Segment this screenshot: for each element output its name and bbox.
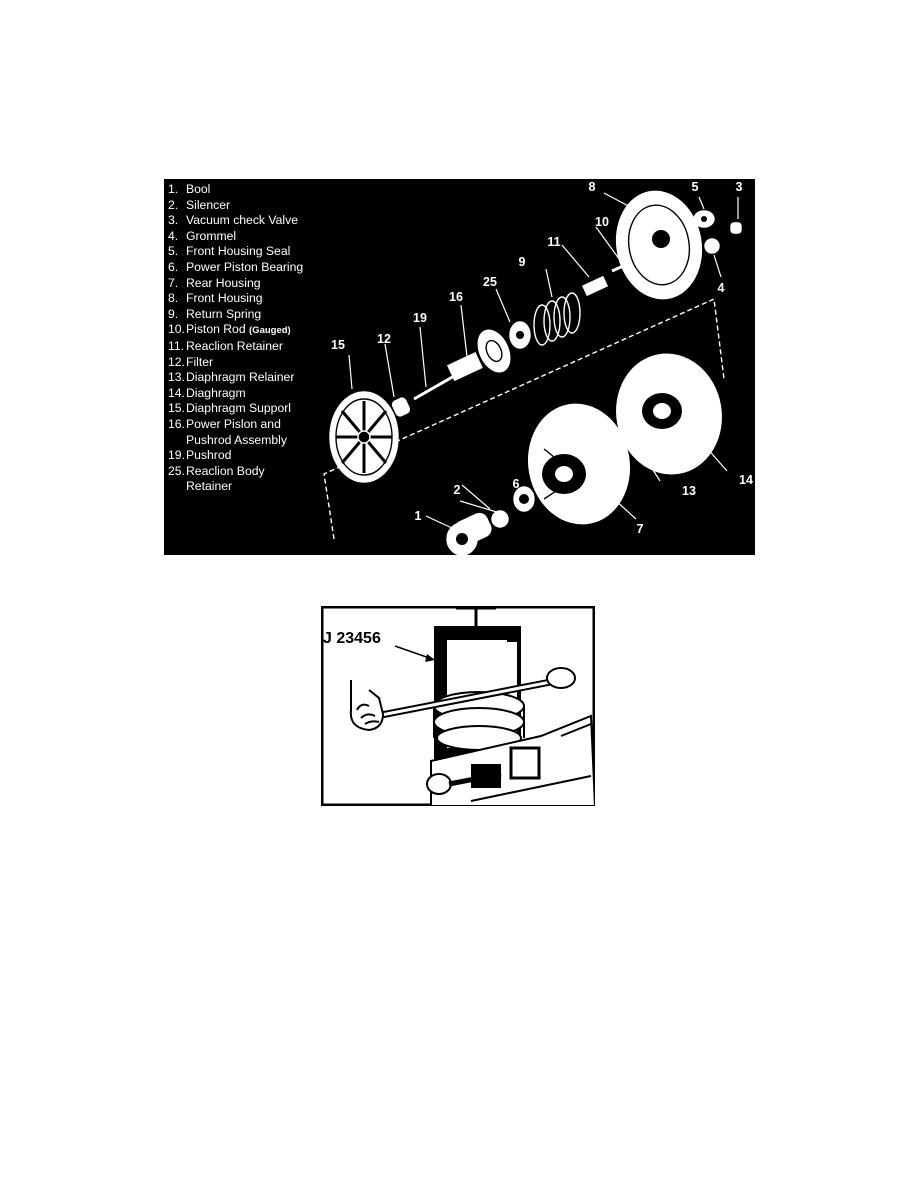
callout-1: 1	[414, 509, 422, 523]
legend-item: 25.Reaclion Body	[168, 463, 265, 478]
callout-16: 16	[449, 290, 463, 304]
callout-15: 15	[331, 338, 345, 352]
filter-part	[391, 397, 411, 417]
grommet-part	[704, 238, 720, 254]
legend-item-continued: Retainer	[186, 479, 233, 494]
callout-3: 3	[735, 180, 743, 194]
hand	[349, 680, 385, 732]
legend-item-continued: Pushrod Assembly	[186, 432, 287, 447]
legend-item: 5.Front Housing Seal	[168, 244, 291, 259]
callout-11: 11	[547, 235, 561, 249]
front-housing-part	[615, 190, 703, 300]
legend-item: 16.Power Pislon and	[168, 416, 281, 431]
legend-item: 2.Silencer	[168, 197, 231, 212]
legend-item: 8.Front Housing	[168, 291, 263, 306]
pushrod-part	[413, 373, 457, 401]
tool-press-drawing	[321, 606, 595, 806]
legend-item: 10.Piston Rod (Gauged)	[168, 322, 291, 337]
callout-9: 9	[518, 255, 526, 269]
callout-10: 10	[595, 215, 609, 229]
exploded-parts-drawing	[323, 190, 742, 555]
callout-leaders	[348, 192, 739, 530]
legend-item: 15.Diaphragm Supporl	[168, 401, 292, 416]
callout-5: 5	[691, 180, 699, 194]
return-spring-part	[533, 292, 581, 346]
callout-4: 4	[717, 281, 725, 295]
vacuum-check-valve-part	[730, 222, 742, 234]
exploded-view-diagram: 1.Bool 2.Silencer 3.Vacuum check Valve 4…	[164, 179, 755, 555]
power-piston-part	[447, 329, 511, 382]
callout-19: 19	[413, 311, 427, 325]
legend-item: 3.Vacuum check Valve	[168, 213, 298, 228]
legend-item: 14.Diaghragm	[168, 385, 246, 400]
vise	[426, 714, 595, 806]
callout-25: 25	[483, 275, 497, 289]
callout-14: 14	[739, 473, 753, 487]
legend-item: 12.Filter	[168, 354, 214, 369]
callout-2: 2	[453, 483, 461, 497]
legend-item: 13.Diaphragm Relainer	[168, 370, 295, 385]
legend-item: 11.Reaclion Retainer	[168, 338, 283, 353]
legend-item: 1.Bool	[168, 182, 211, 196]
diaphragm-part	[616, 353, 722, 475]
legend-item: 9.Return Spring	[168, 306, 262, 321]
callout-7: 7	[636, 522, 644, 536]
tool-number-label: J 23456	[323, 630, 381, 647]
assembly-line	[323, 297, 725, 540]
legend-item: 6.Power Piston Bearing	[168, 259, 304, 274]
callout-12: 12	[377, 332, 391, 346]
callout-8: 8	[588, 180, 596, 194]
rear-housing-part	[527, 403, 631, 525]
reaction-retainer-part	[581, 275, 609, 297]
parts-legend: 1.Bool 2.Silencer 3.Vacuum check Valve 4…	[168, 182, 303, 495]
diaphragm-support-part	[329, 391, 399, 483]
callout-13: 13	[682, 484, 696, 498]
boot-part	[446, 512, 492, 555]
tool-press-illustration: J 23456	[321, 606, 595, 806]
legend-item: 4.Grommel	[168, 228, 237, 243]
silencer-part	[491, 510, 509, 528]
legend-item: 7.Rear Housing	[168, 275, 261, 290]
legend-item: 19.Pushrod	[168, 448, 232, 463]
callout-6: 6	[512, 477, 520, 491]
